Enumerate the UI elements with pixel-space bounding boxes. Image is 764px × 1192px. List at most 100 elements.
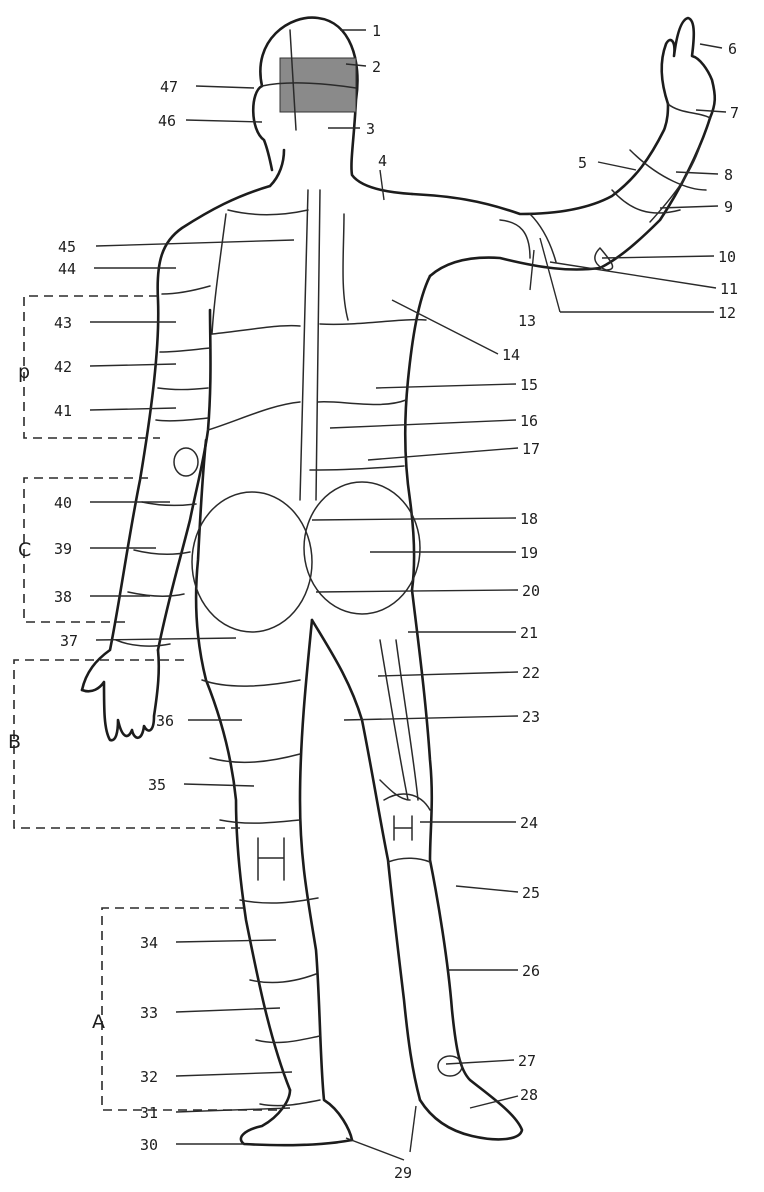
leader-line: [96, 240, 294, 246]
leader-line: [90, 408, 176, 410]
label-42: 42: [54, 358, 72, 376]
label-36: 36: [156, 712, 174, 730]
hair-patch: [280, 58, 356, 112]
leader-line: [378, 672, 518, 676]
label-2: 2: [372, 58, 381, 76]
label-24: 24: [520, 814, 538, 832]
label-30: 30: [140, 1136, 158, 1154]
label-1: 1: [372, 22, 381, 40]
leader-line: [90, 364, 176, 366]
right-arm-lower: [430, 118, 710, 276]
leader-line: [316, 590, 518, 592]
label-5: 5: [578, 154, 587, 172]
group-label-p: p: [18, 361, 30, 383]
bracket-p: [24, 296, 160, 438]
leader-line: [186, 120, 262, 122]
label-33: 33: [140, 1004, 158, 1022]
spine-lines: [300, 190, 320, 500]
leader-lines: [90, 30, 726, 1160]
label-4: 4: [378, 152, 387, 170]
group-label-b: B: [8, 731, 21, 753]
label-31: 31: [140, 1104, 158, 1122]
body-outline: [82, 18, 715, 1146]
group-brackets: p C B A: [8, 296, 278, 1110]
leader-line: [330, 420, 516, 428]
label-8: 8: [724, 166, 733, 184]
leader-line: [346, 1138, 404, 1160]
leader-line: [184, 784, 254, 786]
right-knee-mark: [394, 816, 412, 840]
label-35: 35: [148, 776, 166, 794]
leader-line: [700, 44, 722, 48]
label-23: 23: [522, 708, 540, 726]
label-18: 18: [520, 510, 538, 528]
label-11: 11: [720, 280, 738, 298]
right-buttock: [304, 482, 420, 614]
label-29: 29: [394, 1164, 412, 1182]
left-knee-mark: [258, 838, 284, 880]
label-46: 46: [158, 112, 176, 130]
label-27: 27: [518, 1052, 536, 1070]
label-16: 16: [520, 412, 538, 430]
label-6: 6: [728, 40, 737, 58]
leader-line: [456, 886, 518, 892]
label-21: 21: [520, 624, 538, 642]
leader-line: [392, 300, 498, 354]
label-38: 38: [54, 588, 72, 606]
right-hand: [662, 18, 715, 118]
leader-line: [176, 1072, 292, 1076]
leader-line: [446, 1060, 514, 1064]
label-12: 12: [718, 304, 736, 322]
ear-outline: [253, 86, 272, 170]
leader-line: [550, 262, 716, 288]
group-label-a: A: [92, 1011, 105, 1033]
leader-line: [676, 172, 718, 174]
ankle-marker: [438, 1056, 462, 1076]
label-7: 7: [730, 104, 739, 122]
leader-line: [696, 110, 726, 112]
leader-line: [344, 716, 518, 720]
label-28: 28: [520, 1086, 538, 1104]
right-arm-upper: [412, 104, 668, 214]
label-40: 40: [54, 494, 72, 512]
left-buttock: [192, 492, 312, 632]
label-20: 20: [522, 582, 540, 600]
leader-line: [368, 448, 518, 460]
label-41: 41: [54, 402, 72, 420]
label-32: 32: [140, 1068, 158, 1086]
label-19: 19: [520, 544, 538, 562]
label-13: 13: [518, 312, 536, 330]
label-22: 22: [522, 664, 540, 682]
label-10: 10: [718, 248, 736, 266]
leader-line: [540, 238, 560, 312]
label-34: 34: [140, 934, 158, 952]
bracket-b: [14, 660, 240, 828]
leader-line: [380, 170, 384, 200]
label-47: 47: [160, 78, 178, 96]
left-foot: [241, 1090, 352, 1145]
elbow-marker: [174, 448, 198, 476]
label-3: 3: [366, 120, 375, 138]
label-37: 37: [60, 632, 78, 650]
label-17: 17: [522, 440, 540, 458]
label-15: 15: [520, 376, 538, 394]
left-leg-inner: [300, 620, 352, 1140]
left-leg-outer: [196, 440, 290, 1090]
shoulder-blade-lines: [212, 214, 348, 334]
right-arm-bands: [500, 104, 710, 270]
label-14: 14: [502, 346, 520, 364]
bracket-c: [24, 478, 148, 622]
leader-line: [598, 162, 636, 170]
label-39: 39: [54, 540, 72, 558]
label-44: 44: [58, 260, 76, 278]
leader-line: [196, 86, 254, 88]
leader-line: [176, 940, 276, 942]
leader-line: [376, 384, 516, 388]
leader-line: [96, 638, 236, 640]
label-25: 25: [522, 884, 540, 902]
label-26: 26: [522, 962, 540, 980]
label-43: 43: [54, 314, 72, 332]
label-9: 9: [724, 198, 733, 216]
